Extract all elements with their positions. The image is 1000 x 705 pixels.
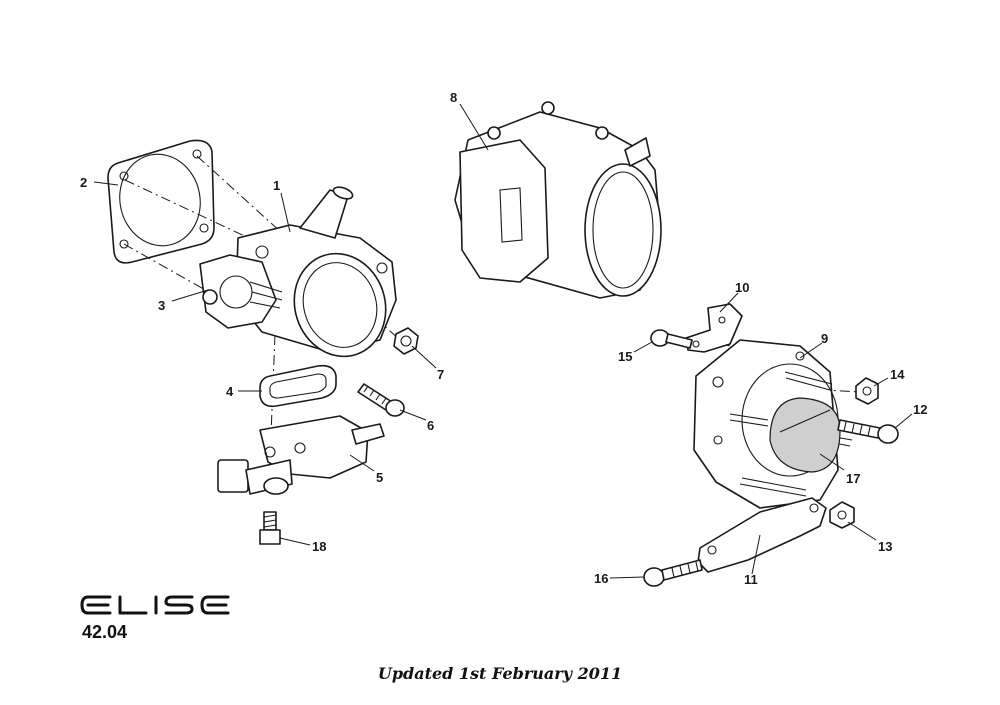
callout-9: 9 <box>821 331 828 346</box>
part-15-bolt[interactable] <box>650 329 693 349</box>
callout-12: 12 <box>913 402 927 417</box>
callout-3: 3 <box>158 298 165 313</box>
part-4-gasket[interactable] <box>259 364 337 408</box>
part-5-idle-control-valve[interactable] <box>217 415 385 495</box>
part-12-bolt[interactable] <box>837 419 899 444</box>
updated-date: Updated 1st February 2011 <box>377 664 623 683</box>
part-11-lower-bracket[interactable] <box>697 497 827 573</box>
part-16-bolt[interactable] <box>643 559 703 587</box>
callout-11: 11 <box>744 572 758 587</box>
callout-6: 6 <box>427 418 434 433</box>
callout-14: 14 <box>890 367 905 382</box>
part-2-gasket[interactable] <box>107 139 215 264</box>
leader-lines <box>93 103 913 579</box>
callout-15: 15 <box>618 349 632 364</box>
callout-13: 13 <box>878 539 892 554</box>
part-18-screw[interactable] <box>259 511 281 545</box>
callout-10: 10 <box>735 280 749 295</box>
callout-17: 17 <box>846 471 860 486</box>
part-6-bolt[interactable] <box>357 383 405 417</box>
callout-1: 1 <box>273 178 280 193</box>
part-7-nut[interactable] <box>393 327 419 355</box>
callout-5: 5 <box>376 470 383 485</box>
callout-16: 16 <box>594 571 608 586</box>
page-code: 42.04 <box>82 622 128 642</box>
callout-4: 4 <box>226 384 234 399</box>
callout-2: 2 <box>80 175 87 190</box>
callout-labels: 1 2 3 4 5 6 7 8 9 10 11 12 13 14 15 16 1… <box>80 90 927 587</box>
part-3-throttle-linkage[interactable] <box>199 254 283 329</box>
elise-logo <box>80 595 230 615</box>
part-10-bracket[interactable] <box>685 303 743 353</box>
part-8-electronic-throttle-body[interactable] <box>454 101 662 299</box>
callout-7: 7 <box>437 367 444 382</box>
part-1-throttle-body[interactable] <box>235 185 399 368</box>
callout-8: 8 <box>450 90 457 105</box>
callout-18: 18 <box>312 539 326 554</box>
part-14-nut[interactable] <box>855 377 879 405</box>
part-13-nut[interactable] <box>829 501 855 529</box>
